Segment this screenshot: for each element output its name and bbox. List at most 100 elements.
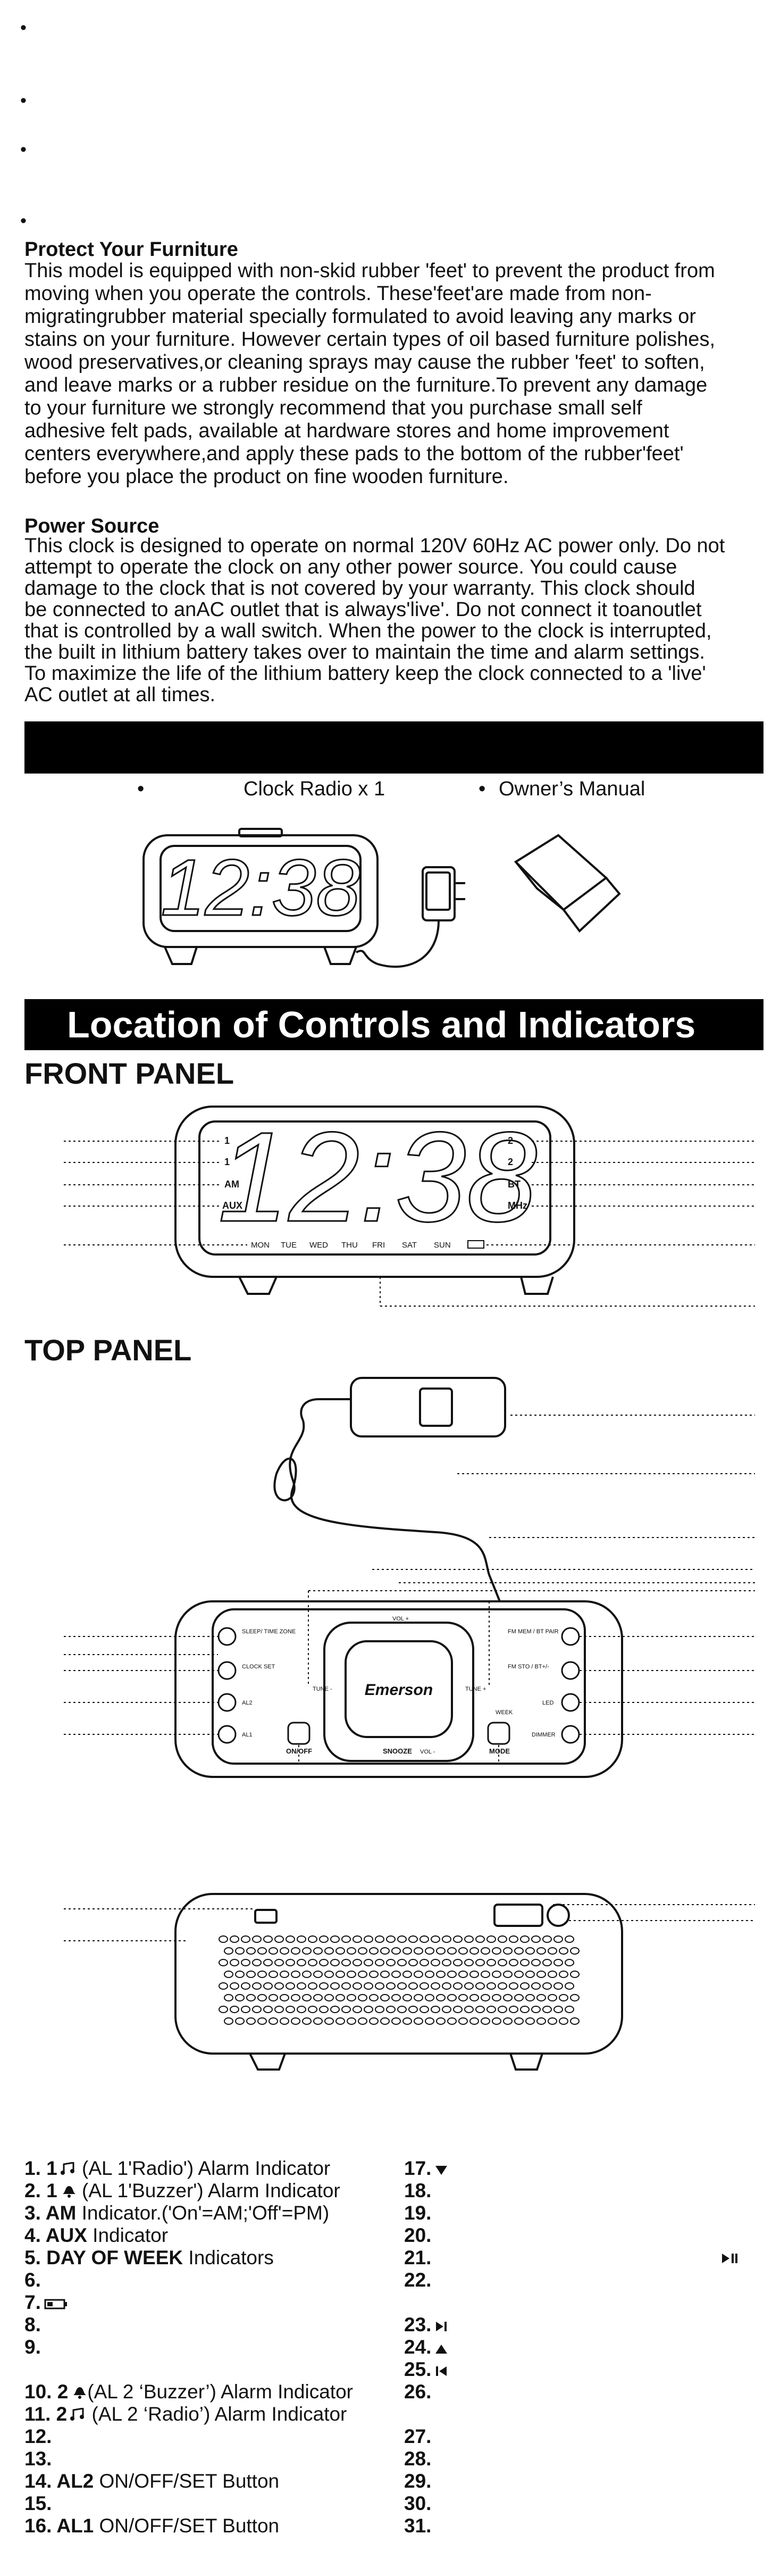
al1-button[interactable] <box>217 1725 237 1744</box>
legend-number: 24. <box>404 2336 432 2358</box>
al2-button[interactable] <box>217 1693 237 1712</box>
grille-hole <box>402 1994 412 2001</box>
section-title: Location of Controls and Indicators <box>24 999 763 1050</box>
legend-text: (AL 2 ‘Buzzer’) Alarm Indicator <box>87 2381 353 2403</box>
grille-hole <box>347 1971 356 1978</box>
legend-number: 13. <box>24 2448 52 2470</box>
grille-hole <box>268 1994 278 2001</box>
legend-item: 12. <box>24 2425 353 2448</box>
grille-hole <box>570 1971 580 1978</box>
section-header-bar <box>24 721 763 774</box>
fm-sto-bt-button[interactable] <box>561 1661 580 1680</box>
legend-item: 16. AL1 ON/OFF/SET Button <box>24 2515 353 2537</box>
legend-number: 26. <box>404 2381 432 2403</box>
day-indicator: WED <box>309 1241 328 1250</box>
grille-hole <box>252 1982 262 1990</box>
legend-item: 22. <box>404 2269 750 2291</box>
grille-hole <box>458 1947 468 1955</box>
grille-hole <box>492 1971 501 1978</box>
grille-hole <box>498 1982 507 1990</box>
grille-hole <box>436 2017 446 2025</box>
grille-hole <box>553 2006 563 2013</box>
legend-bold: 1 <box>40 2157 57 2179</box>
legend-item: 27. <box>404 2425 750 2448</box>
leader-lines <box>64 1141 755 1307</box>
grille-hole <box>570 2017 580 2025</box>
grille-hole <box>257 1971 267 1978</box>
grille-hole <box>291 1994 300 2001</box>
bullet: • <box>20 90 27 111</box>
grille-hole <box>447 1947 457 1955</box>
clock-set-button[interactable] <box>217 1661 237 1680</box>
legend-number: 14. <box>24 2470 52 2492</box>
legend-number: 2. <box>24 2180 41 2201</box>
legend-item: 5. DAY OF WEEK Indicators <box>24 2247 353 2269</box>
grille-hole <box>419 1935 429 1943</box>
legend-number: 11. <box>24 2403 51 2425</box>
grille-hole <box>230 1982 239 1990</box>
vol-down-label: VOL - <box>420 1749 435 1755</box>
grille-hole <box>542 1982 552 1990</box>
grille-hole <box>319 2006 329 2013</box>
leader-lines <box>64 1415 755 1941</box>
grille-hole <box>280 2017 289 2025</box>
top-panel-label: TOP PANEL <box>24 1333 192 1367</box>
legend-number: 28. <box>404 2448 432 2470</box>
top-panel-diagram: Emerson SLEEP/ TIME ZONE CLOCK SET AL2 A… <box>64 1377 755 2071</box>
fm-mem-bt-pair-button[interactable] <box>561 1627 580 1646</box>
grille-hole <box>542 2006 552 2013</box>
grille-hole <box>419 1959 429 1966</box>
grille-hole <box>565 1935 574 1943</box>
grille-hole <box>531 1959 541 1966</box>
grille-hole <box>246 1994 256 2001</box>
legend-number: 20. <box>404 2224 432 2246</box>
grille-hole <box>498 2006 507 2013</box>
grille-hole <box>375 2006 384 2013</box>
day-indicator: TUE <box>281 1241 297 1250</box>
legend-item: 29. <box>404 2470 750 2492</box>
grille-hole <box>358 1947 367 1955</box>
grille-hole <box>358 1971 367 1978</box>
grille-hole <box>280 1994 289 2001</box>
legend-item: 13. <box>24 2448 353 2470</box>
mode-button[interactable] <box>487 1722 510 1745</box>
grille-hole <box>464 1959 474 1966</box>
grille-hole <box>503 1971 513 1978</box>
grille-hole <box>230 2006 239 2013</box>
day-indicator: FRI <box>372 1241 385 1250</box>
grille-hole <box>263 1935 273 1943</box>
legend-number: 5. <box>24 2247 41 2268</box>
speaker-grille <box>219 1935 580 2025</box>
dimmer-button[interactable] <box>561 1725 580 1744</box>
grille-hole <box>469 1971 479 1978</box>
grille-hole <box>380 1971 390 1978</box>
grille-hole <box>469 1994 479 2001</box>
bell-icon <box>71 2382 87 2404</box>
legend-number: 23. <box>404 2314 432 2336</box>
grille-hole <box>297 1935 306 1943</box>
grille-hole <box>341 2006 351 2013</box>
grille-hole <box>353 1982 362 1990</box>
grille-hole <box>419 1982 429 1990</box>
mode-label: MODE <box>489 1747 510 1755</box>
text-line: adhesive felt pads, available at hardwar… <box>24 420 669 442</box>
grille-hole <box>257 2017 267 2025</box>
grille-hole <box>353 1935 362 1943</box>
grille-hole <box>391 1994 401 2001</box>
grille-hole <box>402 1947 412 1955</box>
sleep-time-zone-button[interactable] <box>217 1627 237 1646</box>
legend-item: 25. <box>404 2358 750 2381</box>
grille-hole <box>313 2017 323 2025</box>
legend-item: 8. <box>24 2314 353 2336</box>
grille-hole <box>274 1935 284 1943</box>
grille-hole <box>503 1994 513 2001</box>
led-button[interactable] <box>561 1693 580 1712</box>
legend-item: 31. <box>404 2515 750 2537</box>
grille-hole <box>458 1994 468 2001</box>
legend-item: 24. <box>404 2336 750 2358</box>
grille-hole <box>559 1947 568 1955</box>
onoff-button[interactable] <box>287 1722 311 1745</box>
grille-hole <box>548 2017 557 2025</box>
package-bullet: • <box>479 778 486 800</box>
